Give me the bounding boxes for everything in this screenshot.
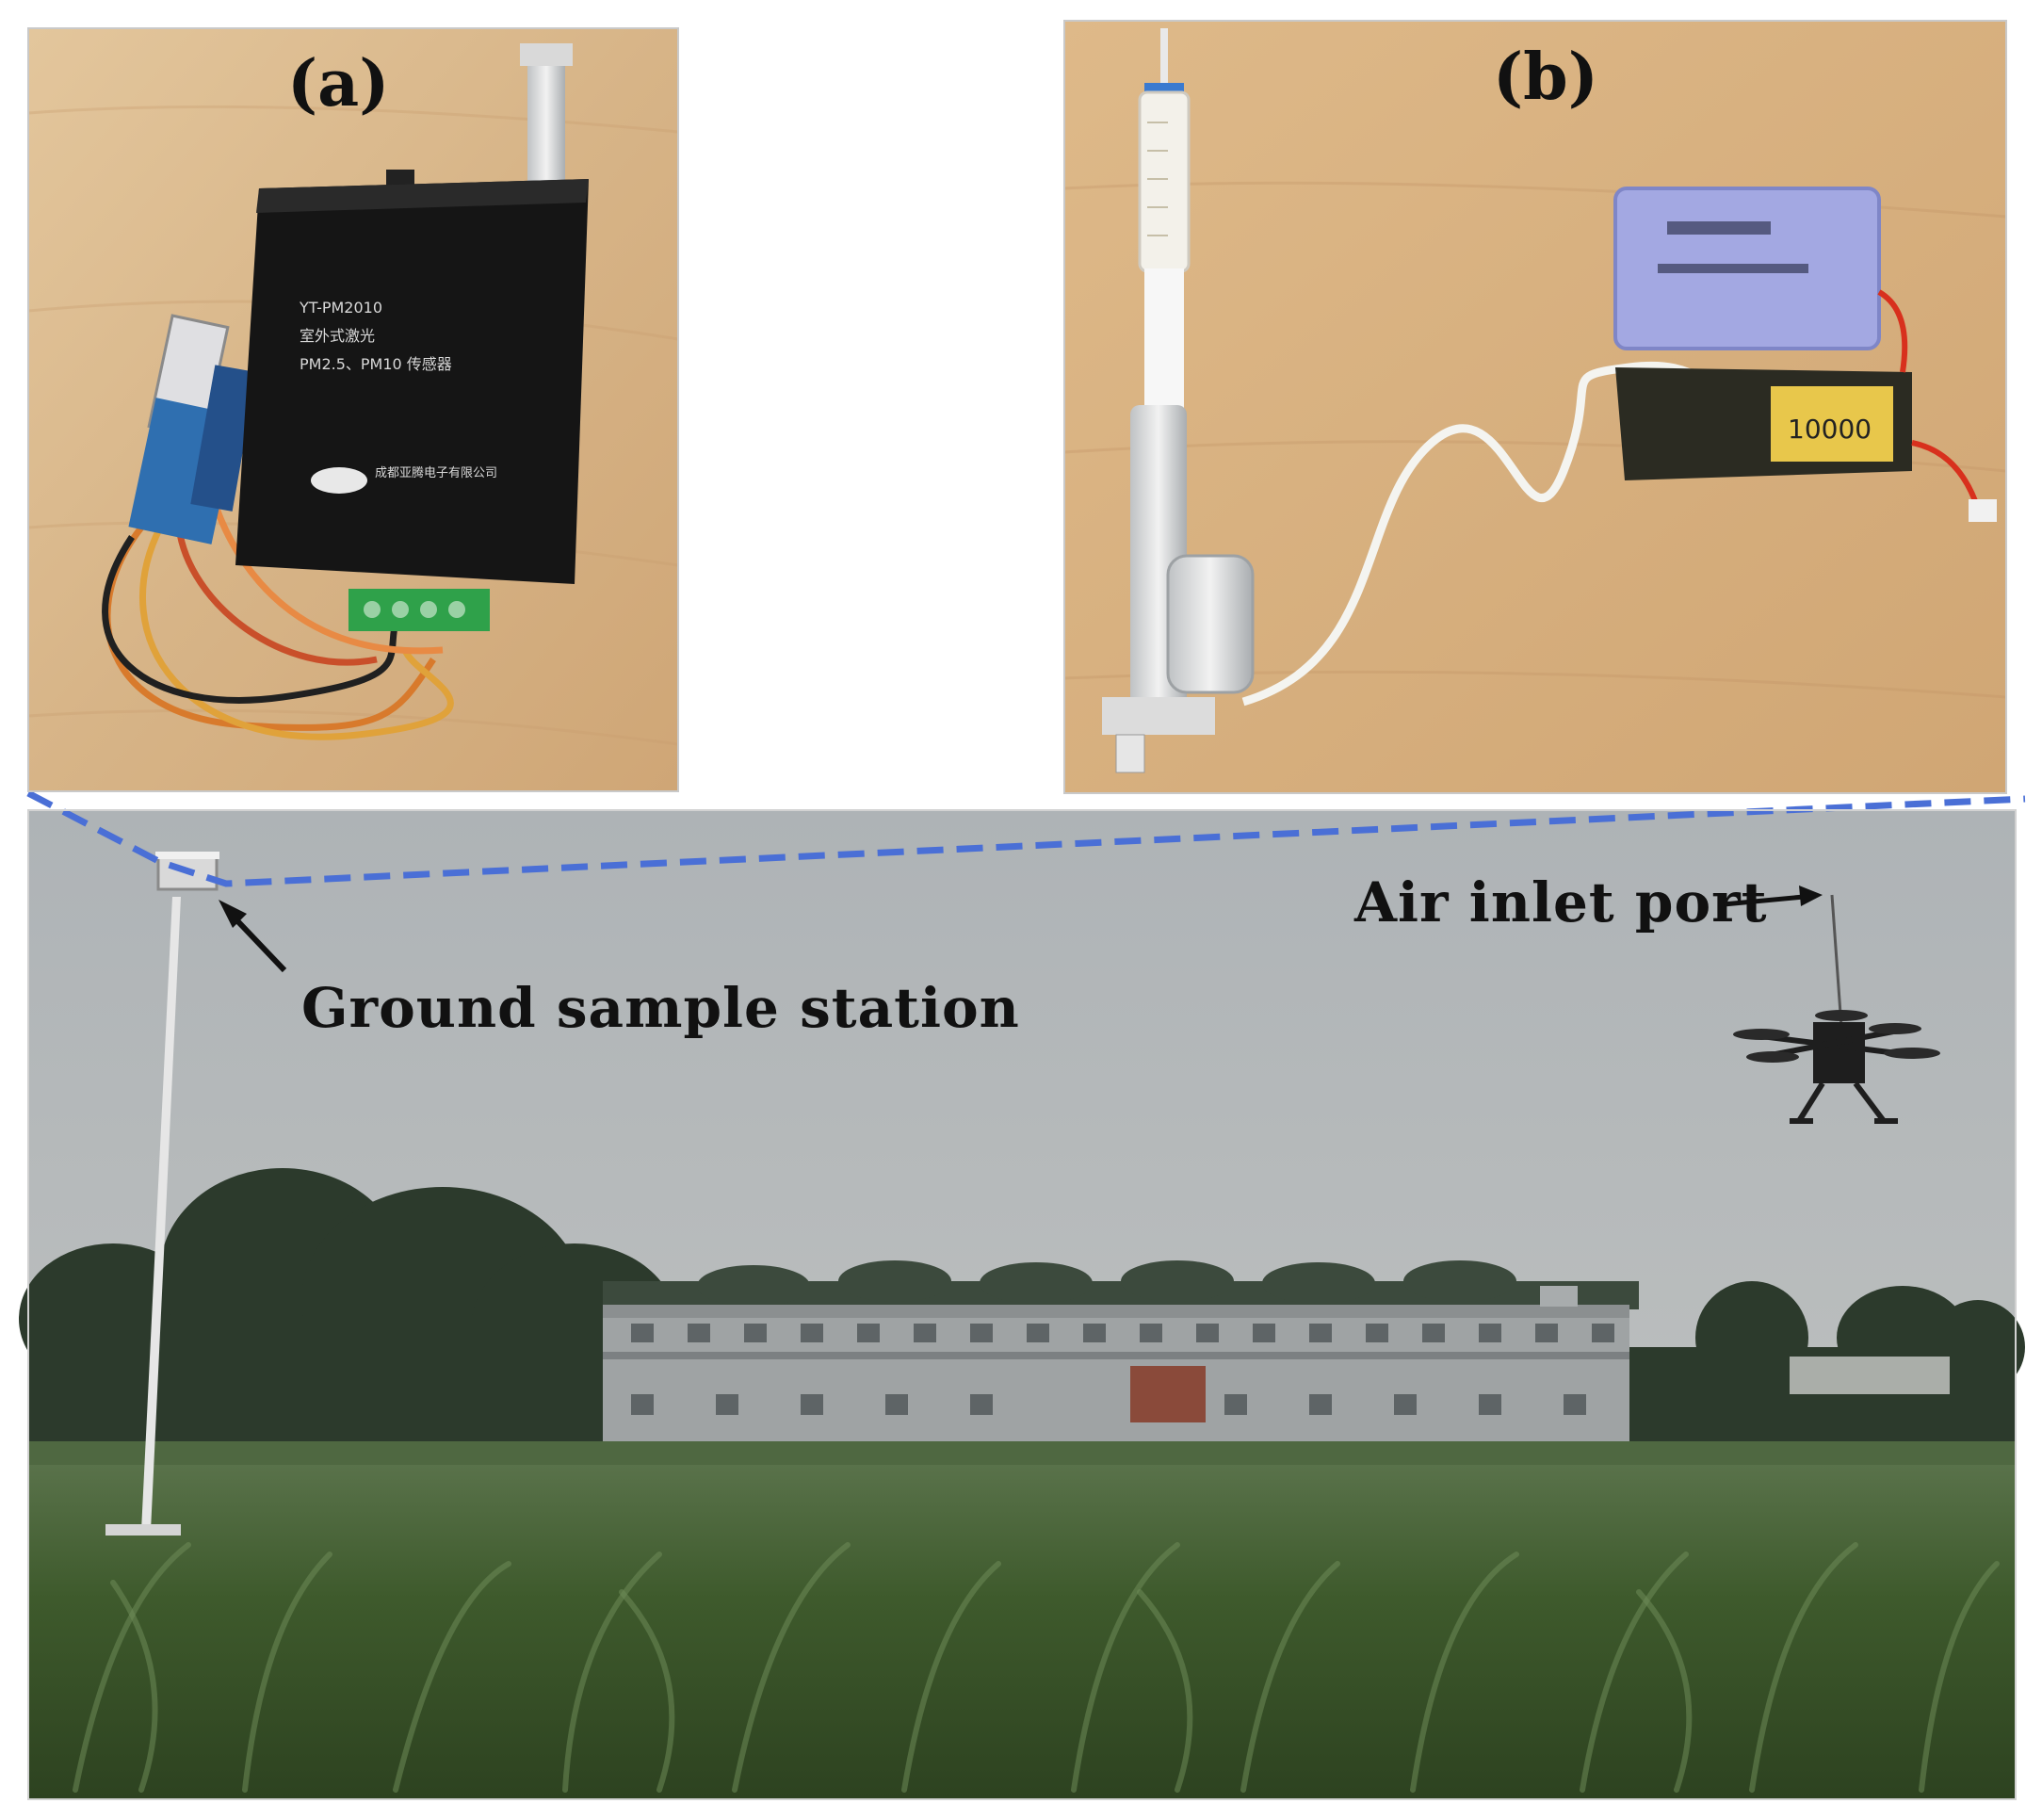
field-photo-border [27,809,2017,1800]
device-type-text: 室外式激光 [300,327,375,345]
panel-b-border [1063,20,2007,794]
tree-line [19,1168,2025,1470]
ground-sample-station-label: Ground sample station [301,976,1020,1040]
power-cable [1241,361,1781,707]
sensor-wires [102,507,454,740]
drone [1733,894,1940,1124]
ground-sample-station [105,852,219,1536]
linear-actuator [1102,405,1255,773]
building-entrance [1130,1366,1206,1422]
usb-adapter [128,314,257,544]
control-box [1613,187,1908,373]
panel-a-label: (a) [287,46,389,122]
battery-capacity-text: 10000 [1788,414,1872,445]
brand-text: 成都亚腾电子有限公司 [375,465,497,480]
device-model-text: YT-PM2010 [299,299,382,317]
connector-dashed-line [26,789,2026,887]
panel-a: YT-PM2010 室外式激光 PM2.5、PM10 传感器 成都亚腾电子有限公… [27,28,679,791]
brand-logo [311,467,367,494]
battery-pack: 10000 [1615,367,1997,522]
corn-leaves [73,1542,2000,1793]
inlet-tube [1830,894,1843,1028]
device-sensor-text: PM2.5、PM10 传感器 [300,355,452,373]
air-inlet-port-label: Air inlet port [1353,870,1768,934]
annotation-station: Ground sample station [219,900,1020,1040]
annotation-inlet: Air inlet port [1353,870,1823,934]
panel-b-label: (b) [1493,40,1598,115]
field-photo [19,810,2025,1799]
building [603,1286,1950,1446]
panel-a-border [27,27,679,792]
corn-field [28,1465,2016,1799]
syringe [1138,28,1191,410]
pm-sensor-box: YT-PM2010 室外式激光 PM2.5、PM10 传感器 成都亚腾电子有限公… [235,43,589,631]
panel-b: 10000 (b) [1063,21,2007,793]
